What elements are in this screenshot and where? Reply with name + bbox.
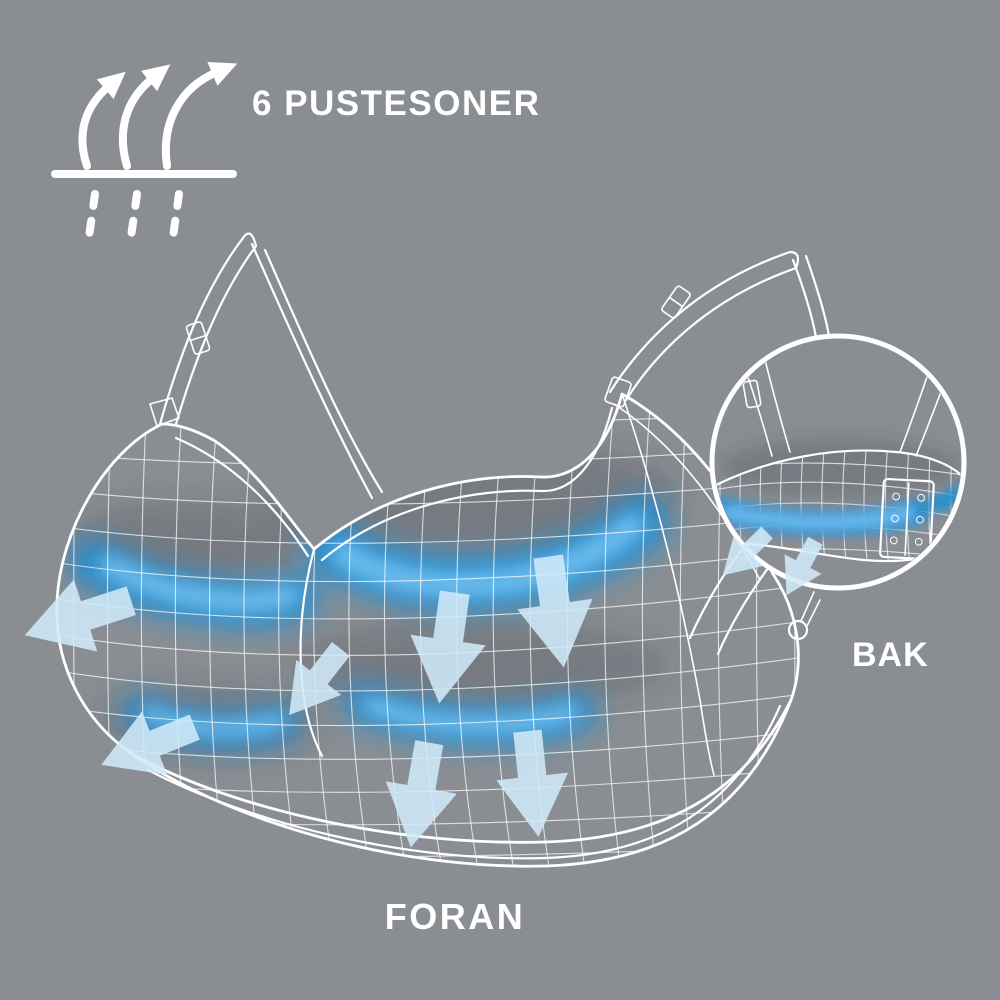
zone-glow-layer [65, 435, 680, 755]
band-ring [787, 619, 809, 641]
airflow-arrow [375, 736, 465, 854]
nursing-clip-left [149, 397, 180, 427]
strap-slider-right [661, 285, 691, 319]
magnifier-inset [688, 333, 967, 656]
bra-outline [55, 392, 800, 868]
moisture-dashes [84, 190, 183, 245]
nursing-clip-right [604, 376, 632, 408]
strap-left [149, 232, 384, 500]
breathability-icon [51, 61, 238, 245]
feature-label: 6 PUSTESONER [252, 84, 541, 123]
inset-clasp [879, 477, 935, 561]
front-label: FORAN [384, 896, 526, 937]
evaporation-arrows [78, 61, 238, 170]
back-label: BAK [852, 636, 929, 674]
strap-slider-left [185, 321, 211, 355]
